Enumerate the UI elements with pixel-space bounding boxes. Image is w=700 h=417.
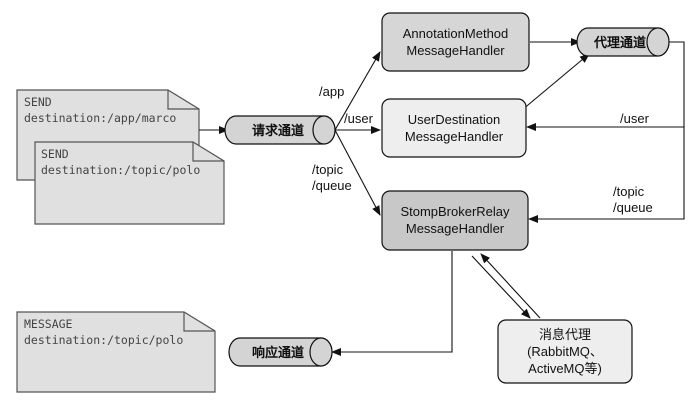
stomp-broker-relay-handler: StompBrokerRelay MessageHandler [381,190,529,251]
send-topic-line1: SEND [41,147,69,161]
edge-stomp-to-broker [471,255,531,319]
request-channel: 请求通道 [224,115,336,145]
annotation-handler-line1: AnnotationMethod [403,26,509,41]
annotation-method-handler: AnnotationMethod MessageHandler [381,12,530,72]
broker-channel-label: 代理通道 [593,35,646,51]
userdest-handler-line1: UserDestination [408,112,501,127]
send-topic-line2: destination:/topic/polo [41,163,200,177]
user-destination-handler: UserDestination MessageHandler [381,98,527,158]
edge-broker-to-stomp [480,253,541,319]
edge-label-queue-right: /queue [613,200,653,215]
response-channel-label: 响应通道 [252,345,304,361]
send-app-line1: SEND [24,95,52,109]
message-out-line1: MESSAGE [24,317,73,331]
broker-channel: 代理通道 [576,27,670,57]
edge-label-topic-right: /topic [613,184,645,199]
edge-request-to-annotation [334,51,381,131]
message-out-document: MESSAGE destination:/topic/polo [16,311,216,393]
edges [199,38,685,356]
response-channel: 响应通道 [228,337,333,367]
broker-line2: (RabbitMQ、 [527,344,603,359]
edge-label-topic-left: /topic [312,162,344,177]
edge-broker-channel-to-stomp [528,127,685,223]
broker-line3: ActiveMQ等) [528,361,602,376]
send-app-line2: destination:/app/marco [24,111,176,125]
edge-label-queue-left: /queue [312,178,352,193]
request-channel-label: 请求通道 [252,123,304,139]
annotation-handler-line2: MessageHandler [406,43,505,58]
edge-stomp-to-response [331,251,453,356]
stomp-handler-line2: MessageHandler [406,221,505,236]
edge-broker-channel-to-userdest [526,41,685,131]
send-topic-document: SEND destination:/topic/polo [34,141,225,225]
edge-userdest-to-broker-channel [521,53,590,111]
edge-label-user-right: /user [620,111,650,126]
edge-label-app: /app [319,84,344,99]
broker-line1: 消息代理 [539,327,591,343]
edge-label-user-left: /user [344,111,374,126]
stomp-handler-line1: StompBrokerRelay [400,204,510,219]
edge-request-to-stomp [334,129,381,216]
userdest-handler-line2: MessageHandler [405,129,504,144]
message-broker: 消息代理 (RabbitMQ、 ActiveMQ等) [497,319,633,384]
message-out-line2: destination:/topic/polo [24,333,183,347]
